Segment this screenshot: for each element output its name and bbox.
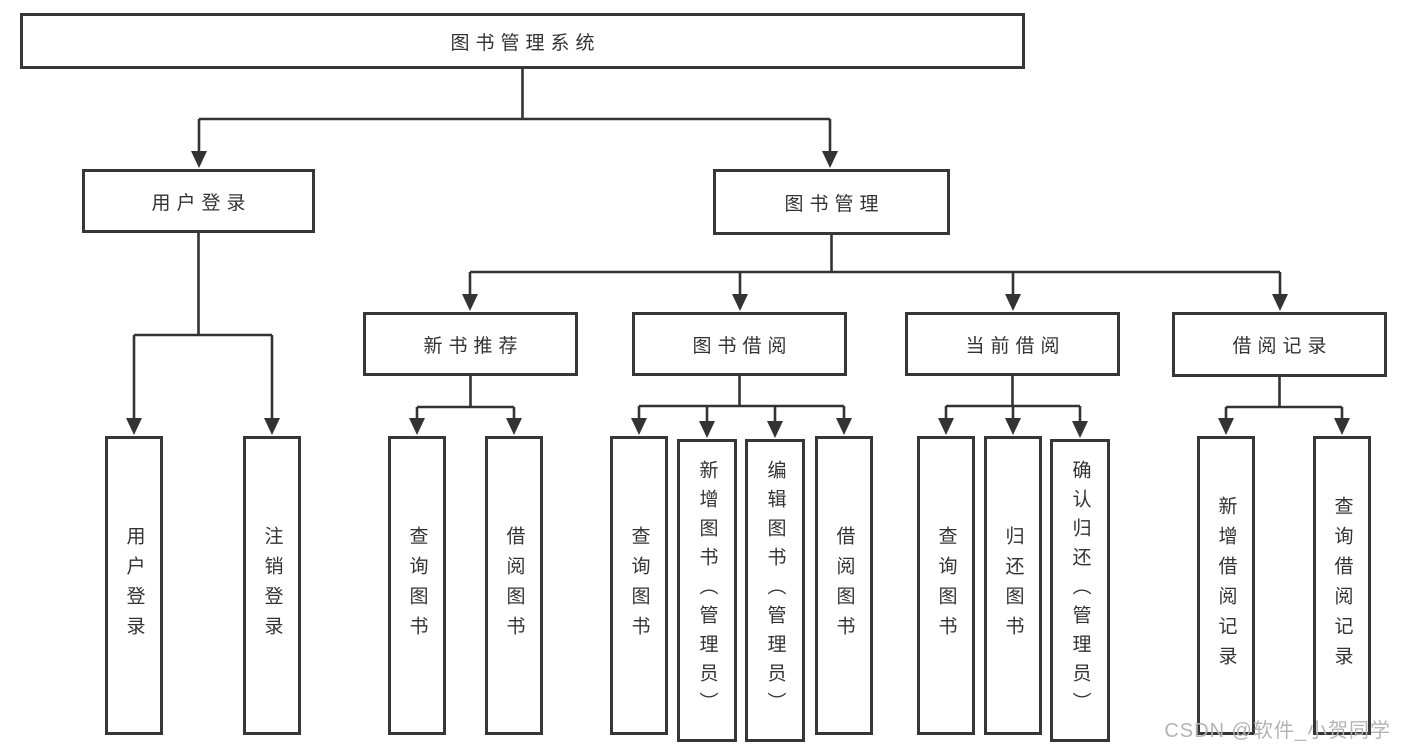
node-root-label: 图书管理系统 — [450, 32, 601, 54]
connector-recommend-to-leaves — [409, 376, 522, 435]
node-leaf-user-login: 用户登录 — [105, 436, 163, 735]
node-leaf-logout: 注销登录 — [243, 436, 301, 735]
node-book-management: 图书管理 — [713, 169, 950, 235]
node-leaf-logout-label: 注销登录 — [261, 525, 283, 646]
node-leaf-query-books-current: 查询图书 — [917, 436, 975, 735]
arrow-down-icon — [1072, 421, 1088, 438]
connector-userlogin-to-leaves — [126, 233, 280, 435]
arrow-down-icon — [1334, 418, 1350, 435]
arrow-down-icon — [836, 418, 852, 435]
node-leaf-borrow-books-recommend-label: 借阅图书 — [503, 525, 525, 646]
connector-root-to-level2 — [191, 69, 838, 168]
node-leaf-borrow-books-recommend: 借阅图书 — [485, 436, 543, 735]
node-leaf-edit-books-admin: 编辑图书（管理员） — [745, 439, 805, 742]
node-leaf-add-borrow-record-label: 新增借阅记录 — [1215, 495, 1237, 676]
node-leaf-query-borrow-record-label: 查询借阅记录 — [1331, 495, 1353, 676]
node-leaf-query-books-recommend: 查询图书 — [388, 436, 446, 735]
node-user-login-label: 用户登录 — [151, 192, 252, 214]
node-leaf-add-borrow-record: 新增借阅记录 — [1197, 436, 1255, 735]
node-leaf-user-login-label: 用户登录 — [123, 525, 145, 646]
node-leaf-query-books-current-label: 查询图书 — [935, 525, 957, 646]
arrow-down-icon — [938, 418, 954, 435]
connector-bookmgmt-to-level3 — [462, 235, 1288, 311]
arrow-down-icon — [1005, 294, 1021, 311]
arrow-down-icon — [409, 418, 425, 435]
node-leaf-add-books-admin: 新增图书（管理员） — [677, 439, 737, 742]
arrow-down-icon — [732, 294, 748, 311]
node-leaf-return-books: 归还图书 — [984, 436, 1042, 735]
node-book-borrow: 图书借阅 — [632, 312, 847, 376]
node-current-borrow: 当前借阅 — [905, 312, 1120, 376]
node-new-book-recommend-label: 新书推荐 — [423, 335, 524, 357]
arrow-down-icon — [462, 294, 478, 311]
arrow-down-icon — [506, 418, 522, 435]
node-leaf-query-borrow-record: 查询借阅记录 — [1313, 436, 1371, 735]
node-leaf-query-books-borrow-label: 查询图书 — [628, 525, 650, 646]
arrow-down-icon — [191, 151, 207, 168]
node-leaf-query-books-borrow: 查询图书 — [610, 436, 668, 735]
node-leaf-borrow-books-borrow-label: 借阅图书 — [833, 525, 855, 646]
csdn-watermark: CSDN @软件_小贺同学 — [1164, 720, 1391, 742]
node-book-borrow-label: 图书借阅 — [692, 335, 793, 357]
node-leaf-confirm-return-admin: 确认归还（管理员） — [1050, 439, 1110, 742]
arrow-down-icon — [264, 418, 280, 435]
arrow-down-icon — [822, 151, 838, 168]
node-new-book-recommend: 新书推荐 — [363, 312, 578, 376]
node-borrow-records-label: 借阅记录 — [1232, 336, 1333, 357]
node-leaf-add-books-admin-label: 新增图书（管理员） — [696, 460, 718, 721]
connector-bookborrow-to-leaves — [631, 376, 852, 438]
arrow-down-icon — [767, 421, 783, 438]
arrow-down-icon — [699, 421, 715, 438]
arrow-down-icon — [1272, 294, 1288, 311]
node-borrow-records: 借阅记录 — [1172, 312, 1387, 377]
arrow-down-icon — [126, 418, 142, 435]
node-leaf-query-books-recommend-label: 查询图书 — [406, 525, 428, 646]
node-leaf-return-books-label: 归还图书 — [1002, 525, 1024, 646]
arrow-down-icon — [1005, 418, 1021, 435]
connector-currentborrow-to-leaves — [938, 376, 1088, 438]
node-user-login: 用户登录 — [82, 169, 315, 233]
node-leaf-edit-books-admin-label: 编辑图书（管理员） — [764, 460, 786, 721]
node-book-management-label: 图书管理 — [784, 193, 885, 215]
arrow-down-icon — [631, 418, 647, 435]
node-root: 图书管理系统 — [20, 13, 1025, 69]
connector-records-to-leaves — [1218, 376, 1350, 435]
arrow-down-icon — [1218, 418, 1234, 435]
node-leaf-confirm-return-admin-label: 确认归还（管理员） — [1069, 460, 1091, 721]
node-current-borrow-label: 当前借阅 — [965, 335, 1066, 357]
node-leaf-borrow-books-borrow: 借阅图书 — [815, 436, 873, 735]
